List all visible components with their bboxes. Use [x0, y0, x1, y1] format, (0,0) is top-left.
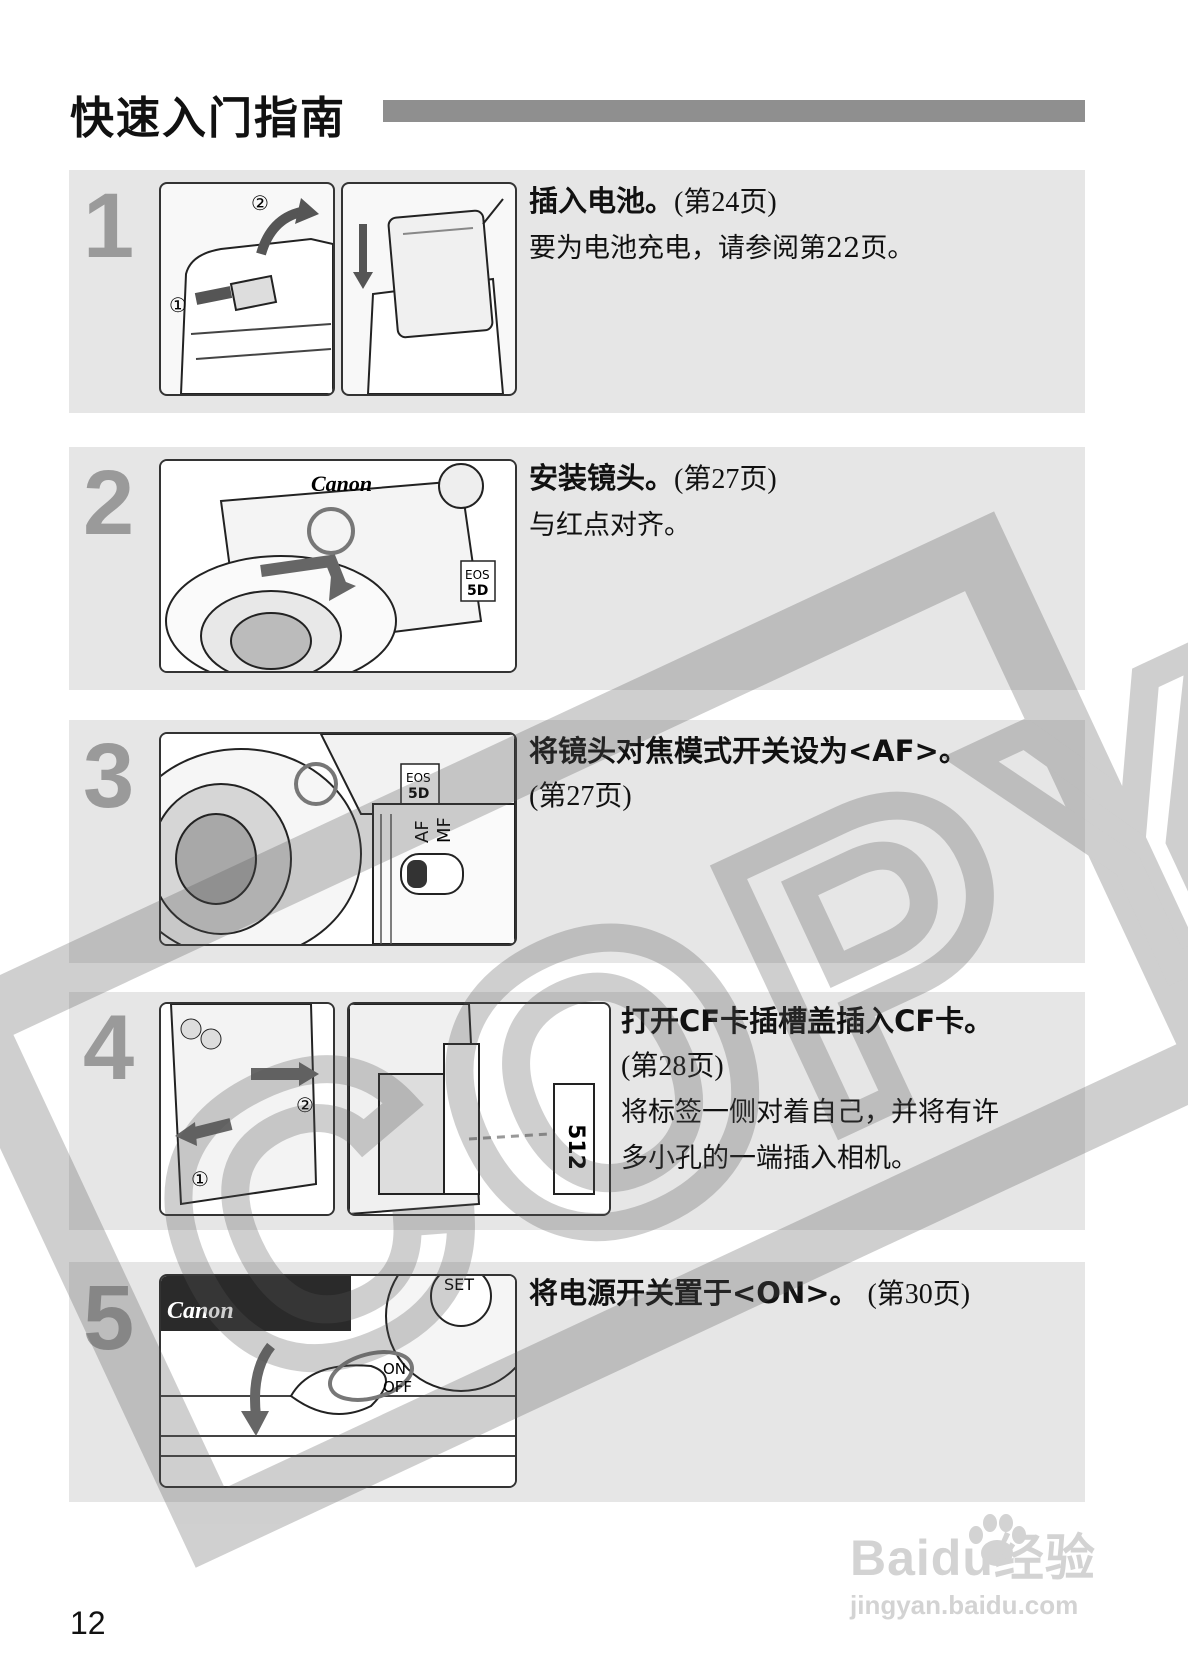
step-heading: 安装镜头。	[529, 461, 675, 495]
step-text: 将镜头对焦模式开关设为<AF>。 (第27页)	[529, 728, 1089, 820]
lens-mount-illustration: Canon EOS 5D	[159, 459, 517, 673]
step-text: 插入电池。(第24页) 要为电池充电，请参阅第22页。	[529, 178, 1069, 272]
step-number: 1	[83, 175, 135, 277]
step-text: 打开CF卡插槽盖插入CF卡。 (第28页) 将标签一侧对着自己，并将有许 多小孔…	[621, 998, 1081, 1182]
battery-insert-illustration	[341, 182, 517, 396]
model-badge-top: EOS	[465, 568, 490, 582]
page-reference: (第27页)	[529, 781, 632, 812]
model-badge-bottom: 5D	[408, 786, 429, 802]
step-text: 安装镜头。(第27页) 与红点对齐。	[529, 455, 1069, 549]
step-2: 2 Canon EOS 5D 安装镜头。(第27页) 与红点对齐。	[69, 447, 1085, 690]
model-badge-bottom: 5D	[467, 583, 488, 599]
step-number: 4	[83, 997, 135, 1099]
af-label: AF	[412, 820, 433, 843]
step-number: 3	[83, 725, 135, 827]
page-reference: (第24页)	[674, 187, 777, 218]
battery-latch-illustration: ① ②	[159, 182, 335, 396]
step-4: 4 ② ① 512 打开CF卡插槽盖插入CF卡。 (第28页) 将标签一侧	[69, 992, 1085, 1230]
step-description: 将标签一侧对着自己，并将有许	[621, 1097, 999, 1128]
switch-off-label: OFF	[383, 1378, 412, 1396]
page-title: 快速入门指南	[70, 93, 346, 144]
page-reference: (第28页)	[621, 1051, 724, 1082]
canon-logo: Canon	[167, 1298, 234, 1324]
step-number: 2	[83, 452, 135, 554]
card-label: 512	[563, 1124, 588, 1170]
step-number: 5	[83, 1267, 135, 1369]
step-5: 5 Canon SET ON OFF 将电源开关置于<ON>。 (第30页)	[69, 1262, 1085, 1502]
callout-1: ①	[191, 1167, 209, 1191]
baidu-jingyan-logo: Baidu经验	[850, 1530, 1096, 1586]
canon-logo: Canon	[311, 471, 372, 496]
step-1: 1 ① ② 插入电池。(第24页) 要为电池充电，请参阅第22页。	[69, 170, 1085, 413]
mf-label: MF	[434, 817, 455, 843]
step-3: 3 EOS 5D AF MF 将镜头对焦模式开关设为<AF>。 (第27页)	[69, 720, 1085, 963]
baidu-jingyan-url: jingyan.baidu.com	[850, 1590, 1079, 1620]
callout-1: ①	[169, 293, 187, 317]
cf-cover-illustration: ② ①	[159, 1002, 335, 1216]
step-heading: 将电源开关置于<ON>。	[529, 1276, 859, 1310]
callout-2: ②	[296, 1093, 314, 1117]
set-label: SET	[444, 1276, 474, 1294]
step-heading: 插入电池。	[529, 184, 675, 218]
paw-icon	[969, 1514, 1026, 1566]
power-switch-illustration: Canon SET ON OFF	[159, 1274, 517, 1488]
page-number: 12	[70, 1605, 106, 1641]
callout-2: ②	[251, 191, 269, 215]
cf-insert-illustration: 512	[347, 1002, 611, 1216]
step-heading: 将镜头对焦模式开关设为<AF>。	[529, 734, 968, 768]
step-text: 将电源开关置于<ON>。 (第30页)	[529, 1270, 1079, 1318]
page-reference: (第27页)	[674, 464, 777, 495]
model-badge-top: EOS	[406, 771, 431, 785]
step-description: 多小孔的一端插入相机。	[621, 1143, 918, 1174]
title-rule	[383, 100, 1085, 122]
step-heading: 打开CF卡插槽盖插入CF卡。	[621, 1004, 994, 1038]
page-reference: (第30页)	[867, 1279, 971, 1310]
step-description: 与红点对齐。	[529, 510, 691, 541]
switch-on-label: ON	[383, 1360, 406, 1378]
af-switch-illustration: EOS 5D AF MF	[159, 732, 517, 946]
step-description: 要为电池充电，请参阅第22页。	[529, 233, 915, 264]
